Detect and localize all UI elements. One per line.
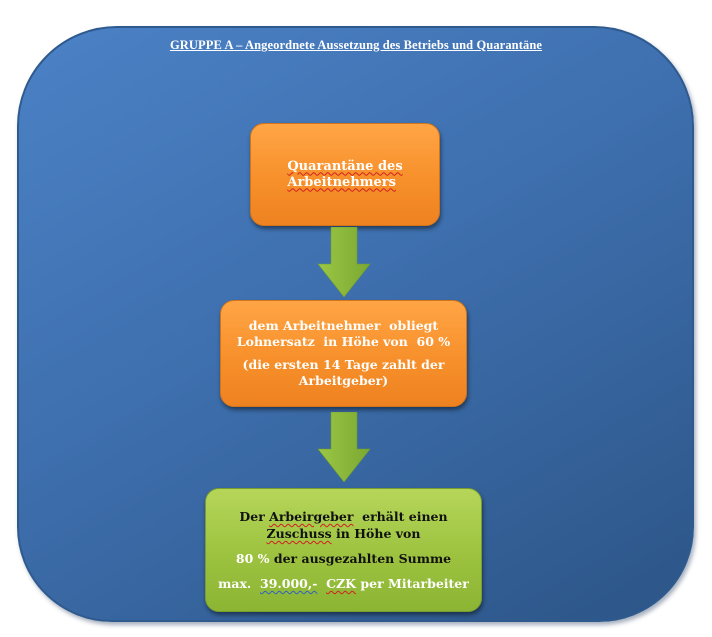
step-3-line-3: 80 % der ausgezahlten Summe [236, 550, 451, 567]
arrow-down-icon [317, 412, 371, 483]
step-3-line-4: max. 39.000,- CZK per Mitarbeiter [218, 575, 469, 592]
text-fragment: per Mitarbeiter [356, 576, 469, 591]
max-amount: 39.000,- [260, 576, 318, 591]
percentage-highlight: 80 % [235, 551, 270, 566]
step-quarantine-box: Quarantäne des Arbeitnehmers [250, 123, 440, 226]
step-1-line-2: Arbeitnehmers [287, 174, 396, 190]
step-2-line-1: dem Arbeitnehmer obliegt [248, 318, 439, 333]
text-fragment: der ausgezahlten Summe [269, 551, 452, 566]
currency: CZK [326, 576, 357, 591]
arrow-down-icon [317, 227, 371, 298]
step-3-line-1: Der Arbeirgeber erhält einen [239, 508, 447, 525]
step-1-line-1: Quarantäne des [287, 158, 403, 174]
text-fragment: in Höhe von [331, 526, 421, 541]
step-2-note-line-1: (die ersten 14 Tage zahlt der [242, 357, 445, 372]
text-fragment: Zuschuss [266, 526, 332, 541]
step-wage-compensation-box: dem Arbeitnehmer obliegt Lohnersatz in H… [220, 300, 467, 407]
step-employer-subsidy-box: Der Arbeirgeber erhält einen Zuschuss in… [205, 488, 482, 612]
text-fragment: Arbeirgeber [269, 509, 354, 524]
text-fragment: Der [239, 509, 270, 524]
step-2-line-2: Lohnersatz in Höhe von 60 % [236, 334, 451, 349]
step-3-line-2: Zuschuss in Höhe von [267, 525, 421, 542]
text-fragment: erhält einen [353, 509, 448, 524]
step-2-note-line-2: Arbeitgeber) [298, 373, 389, 388]
text-fragment: max. [218, 576, 260, 591]
diagram-title: GRUPPE A – Angeordnete Aussetzung des Be… [169, 38, 543, 52]
